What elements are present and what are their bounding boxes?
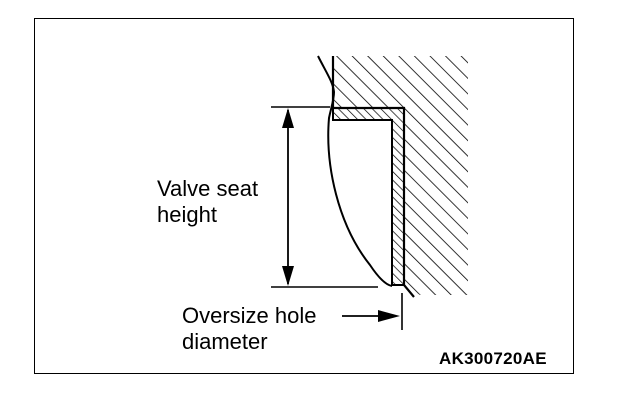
oversize-hole-line2: diameter bbox=[182, 329, 268, 354]
figure-code: AK300720AE bbox=[439, 349, 547, 368]
oversize-hole-leader bbox=[342, 293, 403, 330]
oversize-hole-label: Oversize hole diameter bbox=[182, 303, 317, 355]
dimension-arrow-top bbox=[282, 108, 294, 128]
leader-arrow bbox=[378, 310, 400, 322]
valve-seat-height-label: Valve seat height bbox=[157, 176, 258, 228]
valve-seat-height-line1: Valve seat bbox=[157, 176, 259, 201]
oversize-hole-line1: Oversize hole bbox=[182, 303, 317, 328]
dimension-arrow-bottom bbox=[282, 266, 294, 286]
valve-seat-height-line2: height bbox=[157, 202, 217, 227]
diagram-frame bbox=[34, 18, 574, 374]
seat-height-dimension bbox=[271, 106, 378, 288]
port-wall-curve bbox=[317, 55, 393, 287]
valve-seat-insert bbox=[332, 107, 405, 286]
